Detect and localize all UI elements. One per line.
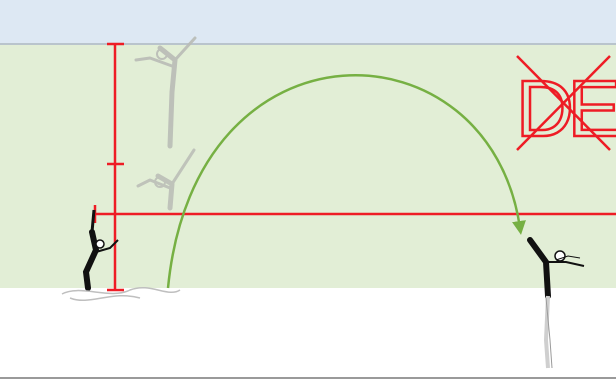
height-measure (107, 42, 124, 292)
floor-area (0, 288, 616, 383)
gymnast-ghost-icon (136, 148, 196, 211)
throw-arc-icon (166, 74, 526, 289)
gymnast-arabesque-icon (527, 237, 585, 369)
sky-band (0, 0, 616, 44)
gymnast-handstand-icon (82, 209, 119, 291)
gymnast-ghost-icon (134, 36, 197, 149)
stamp: DE (515, 55, 616, 154)
stamp-strike (516, 55, 611, 151)
ribbon-icon (61, 287, 181, 302)
